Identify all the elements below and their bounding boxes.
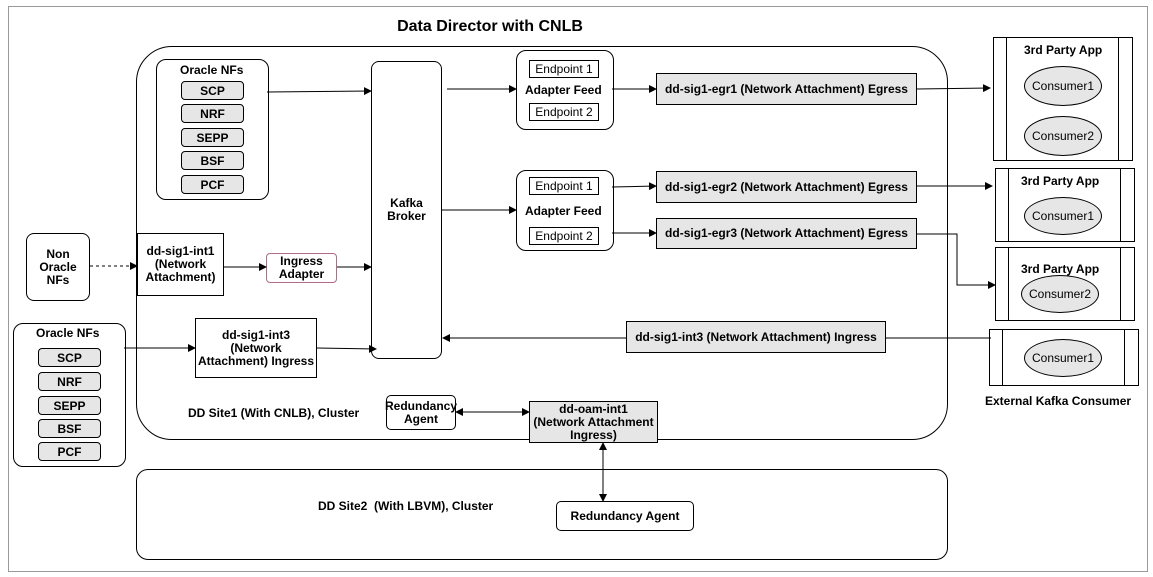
third-party-app-1-consumer-1: Consumer1 (1024, 66, 1102, 106)
arrow-egr1-to-app1 (916, 84, 991, 93)
nf-pcf: PCF (181, 175, 244, 194)
site1-label: DD Site1 (With CNLB), Cluster (188, 406, 360, 420)
redundancy-agent-2: Redundancy Agent (556, 501, 694, 531)
arrow-endpoint1-to-egr2 (611, 182, 657, 191)
site2-label: DD Site2 (With LBVM), Cluster (318, 499, 494, 513)
nf-pcf: PCF (38, 442, 101, 461)
oracle-nfs-outer-label: Oracle NFs (36, 326, 100, 340)
arrow-int3-to-kafka (316, 344, 377, 353)
adapter-feed-2-label: Adapter Feed (525, 204, 602, 218)
nf-sepp: SEPP (38, 396, 101, 415)
egress-egr2: dd-sig1-egr2 (Network Attachment) Egress (656, 171, 917, 203)
nf-nrf: NRF (181, 104, 244, 123)
nf-scp: SCP (181, 81, 244, 100)
external-kafka-consumer-1: Consumer1 (1024, 339, 1102, 377)
adapter-feed-1-endpoint-2: Endpoint 2 (529, 103, 599, 121)
third-party-app-1-title: 3rd Party App (1024, 43, 1103, 57)
adapter-feed-2-endpoint-2: Endpoint 2 (529, 227, 599, 245)
kafka-broker-label: Kafka Broker (387, 196, 426, 223)
site2-cluster (136, 469, 948, 560)
adapter-feed-1-endpoint-1: Endpoint 1 (529, 60, 599, 78)
nf-bsf: BSF (38, 419, 101, 438)
third-party-app-1-consumer-2: Consumer2 (1024, 116, 1102, 156)
arrow-egr3-to-app3 (917, 233, 996, 289)
diagram-title: Data Director with CNLB (397, 18, 583, 35)
third-party-app-2-title: 3rd Party App (1021, 174, 1100, 188)
external-kafka-consumer-label: External Kafka Consumer (985, 394, 1132, 408)
redundancy-agent-1: Redundancy Agent (385, 395, 457, 430)
arrow-oracle-nfs-to-kafka (266, 87, 372, 96)
dd-oam-int1: dd-oam-int1 (Network Attachment Ingress) (529, 401, 658, 443)
adapter-feed-1-label: Adapter Feed (525, 83, 602, 97)
third-party-app-3-consumer-2: Consumer2 (1021, 275, 1099, 313)
kafka-broker (371, 61, 442, 359)
nf-scp: SCP (38, 348, 101, 367)
non-oracle-nfs: Non Oracle NFs (26, 233, 90, 301)
dd-sig1-int1-box: dd-sig1-int1 (Network Attachment) (137, 233, 224, 296)
oracle-nfs-inner-label: Oracle NFs (180, 63, 244, 77)
nf-bsf: BSF (181, 151, 244, 170)
third-party-app-2-consumer-1: Consumer1 (1024, 197, 1102, 235)
ingress-adapter: Ingress Adapter (266, 253, 337, 283)
ingress-int3: dd-sig1-int3 (Network Attachment) Ingres… (626, 321, 886, 353)
adapter-feed-2-endpoint-1: Endpoint 1 (529, 177, 599, 195)
egress-egr3: dd-sig1-egr3 (Network Attachment) Egress (656, 218, 917, 249)
dd-sig1-int3-box: dd-sig1-int3 (Network Attachment) Ingres… (195, 318, 317, 378)
nf-nrf: NRF (38, 372, 101, 391)
nf-sepp: SEPP (181, 128, 244, 147)
egress-egr1: dd-sig1-egr1 (Network Attachment) Egress (656, 73, 917, 105)
third-party-app-3-title: 3rd Party App (1021, 262, 1100, 276)
